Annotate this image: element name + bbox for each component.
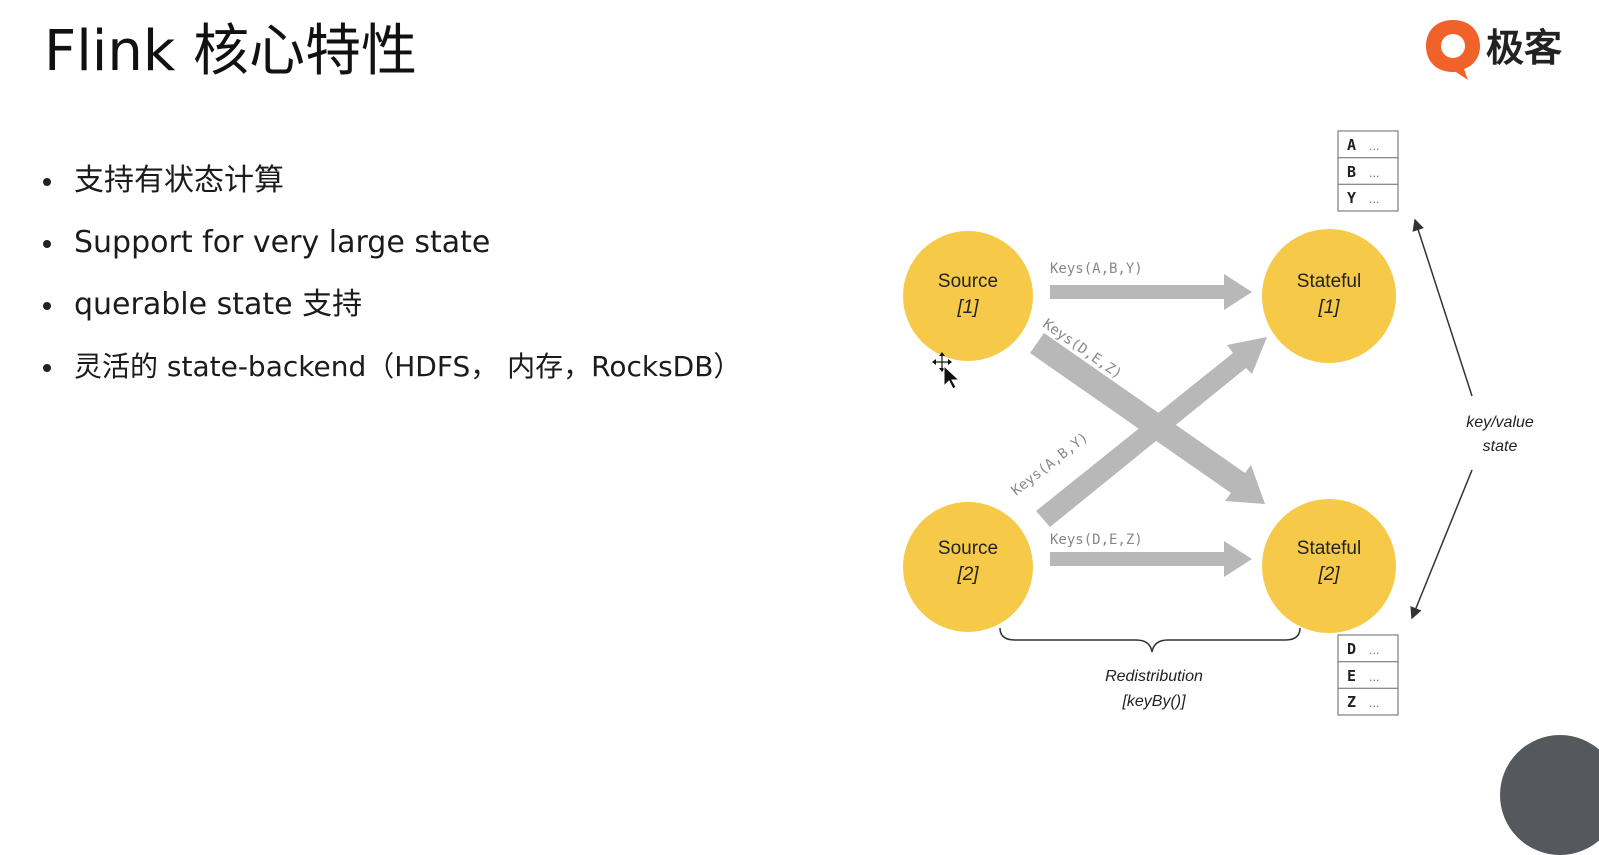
page-title: Flink 核心特性 xyxy=(44,19,418,84)
edge-label-s2-st2: Keys(D,E,Z) xyxy=(1050,532,1143,548)
state-key-z: Z xyxy=(1347,693,1356,711)
node-source-1-index: [1] xyxy=(956,297,979,318)
state-key-e: E xyxy=(1347,667,1356,685)
node-source-2-name: Source xyxy=(938,538,998,559)
logo-icon xyxy=(1426,20,1480,80)
state-value-y: ... xyxy=(1369,193,1380,206)
node-source-1-name: Source xyxy=(938,271,998,292)
node-stateful-2-index: [2] xyxy=(1317,564,1340,585)
arrow-s1-to-st2 xyxy=(1030,333,1265,504)
feature-list: 支持有状态计算 Support for very large state que… xyxy=(38,150,741,398)
corner-decoration xyxy=(1500,735,1599,855)
state-table-bottom: D E Z ... ... ... xyxy=(1337,634,1399,716)
kv-arrow-down xyxy=(1410,469,1473,620)
node-source-2: Source [2] xyxy=(903,502,1033,632)
redistribution-label-line2: [keyBy()] xyxy=(1121,693,1186,710)
arrow-s2-to-st1 xyxy=(1036,337,1267,527)
kv-label-line1: key/value xyxy=(1466,414,1534,431)
arrow-s1-to-st1 xyxy=(1050,274,1252,310)
redistribution-arrows xyxy=(1030,274,1267,577)
node-source-1: Source [1] xyxy=(903,231,1033,361)
arrow-s2-to-st2 xyxy=(1050,541,1252,577)
state-value-z: ... xyxy=(1369,697,1380,710)
redistribution-brace xyxy=(999,627,1301,653)
state-table-top: A B Y ... ... ... xyxy=(1337,130,1399,212)
state-value-e: ... xyxy=(1369,671,1380,684)
edge-label-s1-st1: Keys(A,B,Y) xyxy=(1050,261,1143,277)
redistribution-label-line1: Redistribution xyxy=(1105,668,1203,685)
state-value-d: ... xyxy=(1369,644,1380,657)
node-stateful-1: Stateful [1] xyxy=(1262,229,1396,363)
kv-arrow-up xyxy=(1412,218,1473,397)
state-key-a: A xyxy=(1347,136,1356,154)
logo-text: 极客 xyxy=(1486,26,1563,70)
state-key-b: B xyxy=(1347,163,1356,181)
state-value-a: ... xyxy=(1369,140,1380,153)
node-stateful-2-name: Stateful xyxy=(1297,538,1361,559)
bullet-item-2: Support for very large state xyxy=(38,212,741,274)
state-key-d: D xyxy=(1347,640,1356,658)
brand-logo: 极客 xyxy=(1424,12,1599,84)
state-value-b: ... xyxy=(1369,167,1380,180)
bullet-item-4: 灵活的 state-backend（HDFS， 内存，RocksDB） xyxy=(38,336,741,398)
node-source-2-index: [2] xyxy=(956,564,979,585)
node-stateful-1-name: Stateful xyxy=(1297,271,1361,292)
node-stateful-2: Stateful [2] xyxy=(1262,499,1396,633)
state-redistribution-diagram: Keys(A,B,Y) Keys(D,E,Z) Keys(D,E,Z) Keys… xyxy=(903,130,1534,716)
state-key-y: Y xyxy=(1347,189,1356,207)
bullet-item-3: querable state 支持 xyxy=(38,274,741,336)
mouse-cursor-icon xyxy=(932,352,961,390)
kv-label-line2: state xyxy=(1483,438,1518,455)
bullet-item-1: 支持有状态计算 xyxy=(38,150,741,212)
node-stateful-1-index: [1] xyxy=(1317,297,1340,318)
